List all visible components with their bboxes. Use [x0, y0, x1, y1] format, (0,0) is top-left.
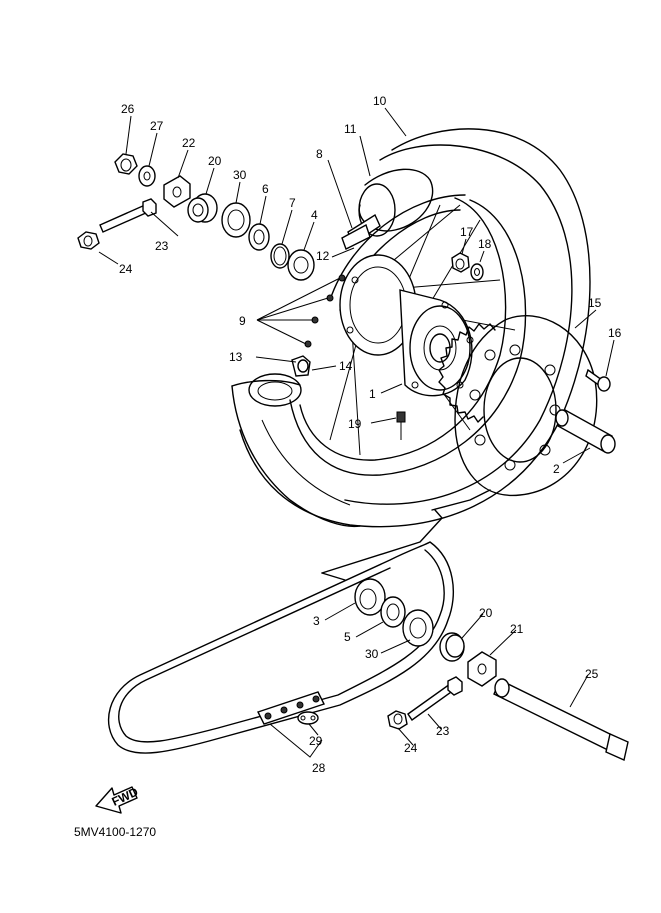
callout-19: 19 [348, 417, 362, 431]
callout-14: 14 [339, 359, 353, 373]
hub [339, 254, 474, 397]
callout-4: 4 [311, 208, 318, 222]
callout-24: 24 [119, 262, 133, 276]
callout-8: 8 [316, 147, 323, 161]
callout-25: 25 [585, 667, 599, 681]
nut-and-washer [451, 252, 484, 281]
callout-22: 22 [182, 136, 196, 150]
callout-29: 29 [309, 734, 323, 748]
callout-2: 2 [553, 462, 560, 476]
callout-7: 7 [289, 196, 296, 210]
sprocket-bolt [585, 368, 611, 392]
callout-17: 17 [460, 225, 474, 239]
callout-30b: 30 [365, 647, 379, 661]
callout-23: 23 [155, 239, 169, 253]
lower-parts [108, 489, 629, 761]
tube-and-rim-band [341, 168, 434, 250]
callout-27: 27 [150, 119, 164, 133]
leader-lines [98, 107, 615, 758]
callout-20: 20 [208, 154, 222, 168]
collar [555, 409, 616, 454]
callout-12: 12 [316, 249, 330, 263]
callout-28: 28 [312, 761, 326, 775]
callout-18: 18 [478, 237, 492, 251]
sprocket [438, 315, 598, 497]
callout-20b: 20 [479, 606, 493, 620]
callout-16: 16 [608, 326, 622, 340]
drawing-code: 5MV4100-1270 [74, 825, 156, 839]
callout-6: 6 [262, 182, 269, 196]
callout-26: 26 [121, 102, 135, 116]
callout-10: 10 [373, 94, 387, 108]
upper-axle-parts [77, 153, 315, 281]
callout-24b: 24 [404, 741, 418, 755]
valve [396, 411, 406, 440]
callout-13: 13 [229, 350, 243, 364]
callout-23b: 23 [436, 724, 450, 738]
caliper-part [248, 355, 311, 407]
callout-11: 11 [344, 122, 357, 136]
spoke-nipples [304, 274, 346, 348]
fwd-arrow: FWD [95, 785, 141, 814]
callout-21: 21 [510, 622, 524, 636]
callout-30: 30 [233, 168, 247, 182]
callout-1: 1 [369, 387, 376, 401]
callout-5: 5 [344, 630, 351, 644]
callout-15: 15 [588, 296, 602, 310]
callout-3: 3 [313, 614, 320, 628]
callout-labels: 26 27 22 20 30 6 7 4 23 24 8 11 10 12 17… [119, 94, 622, 775]
callout-9: 9 [239, 314, 246, 328]
fwd-label: FWD [110, 785, 141, 809]
